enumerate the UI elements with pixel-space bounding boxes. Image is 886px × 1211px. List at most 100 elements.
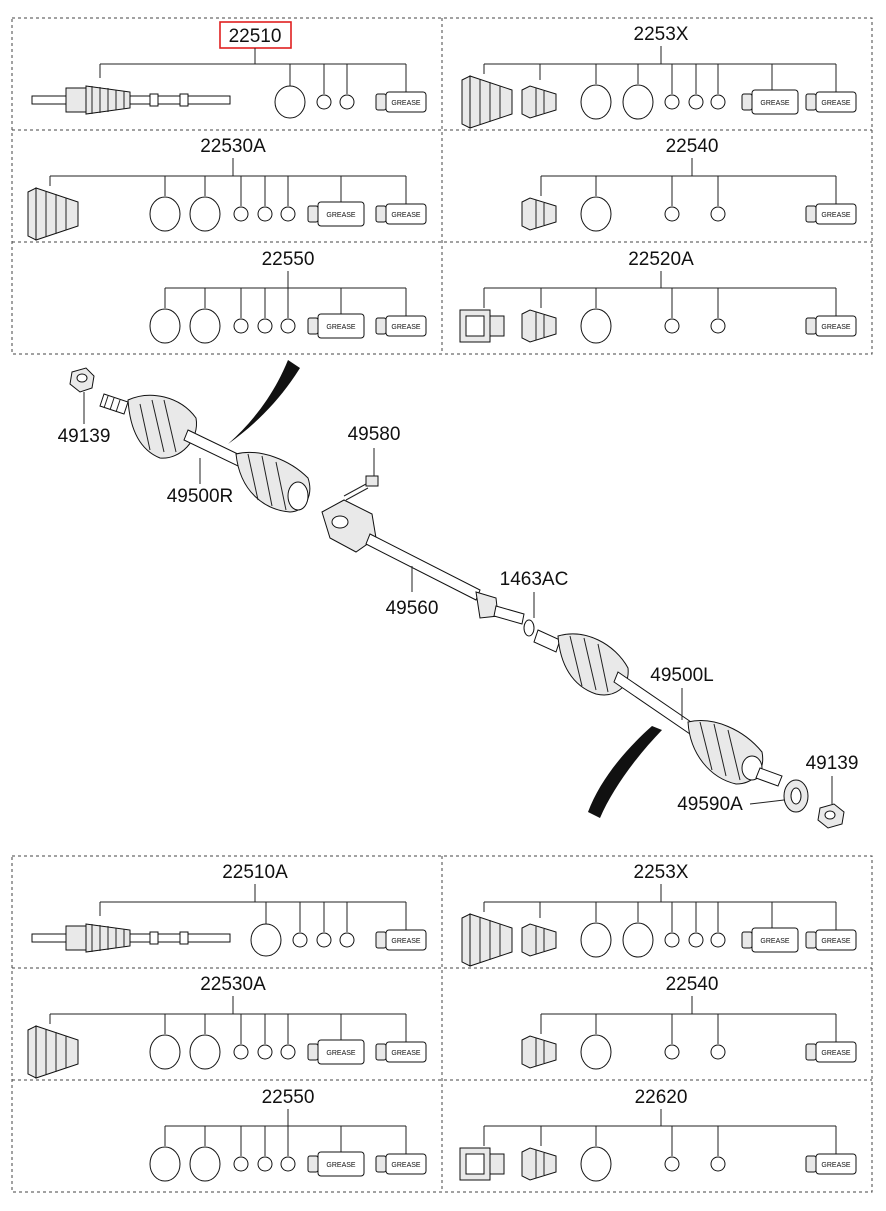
kit-panel-22620[interactable]: 22620 GREASE xyxy=(459,1087,857,1182)
svg-text:GREASE: GREASE xyxy=(391,1162,421,1169)
grease-tube-icon: GREASE xyxy=(805,203,857,225)
kit-panel-label: 22550 xyxy=(262,1087,315,1108)
grease-tube-icon: GREASE xyxy=(307,313,365,339)
kit-panel-22530A-bottom[interactable]: 22530A GREASE GREASE xyxy=(27,974,427,1079)
svg-text:GREASE: GREASE xyxy=(760,938,790,945)
clamp-ring-icon xyxy=(233,318,249,334)
clamp-ring-icon xyxy=(280,318,296,334)
clamp-ring-icon xyxy=(280,206,296,222)
pointer-arrow-icon xyxy=(228,360,300,444)
bearing-ring-icon xyxy=(783,779,809,813)
boot-icon xyxy=(27,187,79,241)
boot-ring-icon xyxy=(189,308,221,344)
drive-shaft-left-icon xyxy=(533,629,783,787)
kit-panel-label: 22550 xyxy=(262,249,315,270)
grease-tube-icon: GREASE xyxy=(375,203,427,225)
grease-tube-icon: GREASE xyxy=(375,315,427,337)
boot-ring-icon xyxy=(250,923,282,957)
callout-label: 49139 xyxy=(58,426,111,447)
kit-panel-label: 2253X xyxy=(634,862,689,883)
svg-text:GREASE: GREASE xyxy=(760,100,790,107)
svg-text:GREASE: GREASE xyxy=(821,938,851,945)
grease-tube-icon: GREASE xyxy=(307,201,365,227)
kit-panel-22540-bottom[interactable]: 22540 GREASE xyxy=(521,974,857,1070)
drive-shaft-right-icon xyxy=(99,393,311,513)
intermediate-shaft-icon xyxy=(321,499,525,625)
boot-small-icon xyxy=(521,85,557,119)
clamp-ring-icon xyxy=(257,1156,273,1172)
kit-panel-22550[interactable]: 22550 GREASE GREASE xyxy=(149,249,427,344)
kit-panel-label: 22510 xyxy=(229,26,282,47)
svg-text:GREASE: GREASE xyxy=(821,1162,851,1169)
clamp-ring-icon xyxy=(339,94,355,110)
callout-label: 49580 xyxy=(348,424,401,445)
svg-text:GREASE: GREASE xyxy=(821,324,851,331)
clamp-ring-icon xyxy=(710,932,726,948)
kit-panel-label: 22530A xyxy=(200,974,266,995)
clamp-ring-icon xyxy=(664,94,680,110)
svg-text:GREASE: GREASE xyxy=(821,100,851,107)
boot-ring-icon xyxy=(274,85,306,119)
nut-icon xyxy=(817,803,845,829)
clamp-ring-icon xyxy=(316,94,332,110)
joint-housing-icon xyxy=(459,1147,505,1181)
boot-ring-icon xyxy=(149,1034,181,1070)
boot-ring-icon xyxy=(149,308,181,344)
grease-tube-icon: GREASE xyxy=(805,91,857,113)
clamp-ring-icon xyxy=(280,1044,296,1060)
grease-tube-icon: GREASE xyxy=(375,1153,427,1175)
kit-grid-top xyxy=(11,17,873,355)
kit-panel-22550-bottom[interactable]: 22550 GREASE GREASE xyxy=(149,1087,427,1182)
boot-ring-icon xyxy=(149,196,181,232)
clamp-ring-icon xyxy=(710,94,726,110)
svg-text:GREASE: GREASE xyxy=(391,212,421,219)
kit-panel-label: 22540 xyxy=(666,974,719,995)
drive-shaft-assembly-icon xyxy=(31,85,231,115)
svg-text:GREASE: GREASE xyxy=(391,324,421,331)
clamp-ring-icon xyxy=(280,1156,296,1172)
kit-panel-label: 22530A xyxy=(200,136,266,157)
kit-panel-22510A[interactable]: 22510A GREASE xyxy=(31,862,427,957)
boot-ring-icon xyxy=(189,1034,221,1070)
kit-panel-22530A[interactable]: 22530A GREASE GREASE xyxy=(27,136,427,241)
callout-label: 49590A xyxy=(677,794,743,815)
kit-panel-22510[interactable]: 22510 GREASE xyxy=(31,21,427,119)
kit-panel-2253X-bottom[interactable]: 2253X GREASE GREASE xyxy=(461,862,857,967)
kit-panel-2253X[interactable]: 2253X GREASE GREASE xyxy=(461,24,857,129)
clamp-ring-icon xyxy=(257,206,273,222)
kit-panel-label: 22520A xyxy=(628,249,694,270)
clamp-ring-icon xyxy=(292,932,308,948)
kit-panel-22540[interactable]: 22540 GREASE xyxy=(521,136,857,232)
grease-tube-icon: GREASE xyxy=(307,1151,365,1177)
svg-text:GREASE: GREASE xyxy=(391,100,421,107)
boot-icon xyxy=(27,1025,79,1079)
clamp-ring-icon xyxy=(688,932,704,948)
grease-tube-icon: GREASE xyxy=(741,89,799,115)
boot-small-icon xyxy=(521,309,557,343)
boot-ring-icon xyxy=(622,84,654,120)
kit-panel-label: 22510A xyxy=(222,862,288,883)
kit-panel-22520A[interactable]: 22520A GREASE xyxy=(459,249,857,344)
boot-small-icon xyxy=(521,197,557,231)
clamp-ring-icon xyxy=(316,932,332,948)
clamp-ring-icon xyxy=(710,1044,726,1060)
clamp-ring-icon xyxy=(664,318,680,334)
grease-tube-icon: GREASE xyxy=(805,1153,857,1175)
boot-ring-icon xyxy=(580,1146,612,1182)
clamp-ring-icon xyxy=(664,206,680,222)
svg-text:GREASE: GREASE xyxy=(326,1162,356,1169)
svg-text:GREASE: GREASE xyxy=(326,212,356,219)
clamp-ring-icon xyxy=(688,94,704,110)
boot-icon xyxy=(461,913,513,967)
exploded-view: 49139 49500R 49580 49560 1463AC 49500L 4… xyxy=(58,360,858,829)
svg-text:GREASE: GREASE xyxy=(821,1050,851,1057)
clamp-ring-icon xyxy=(710,1156,726,1172)
grease-tube-icon: GREASE xyxy=(375,91,427,113)
boot-icon xyxy=(461,75,513,129)
clamp-ring-icon xyxy=(664,932,680,948)
clamp-ring-icon xyxy=(710,318,726,334)
grease-tube-icon: GREASE xyxy=(375,929,427,951)
boot-ring-icon xyxy=(149,1146,181,1182)
grease-tube-icon: GREASE xyxy=(375,1041,427,1063)
